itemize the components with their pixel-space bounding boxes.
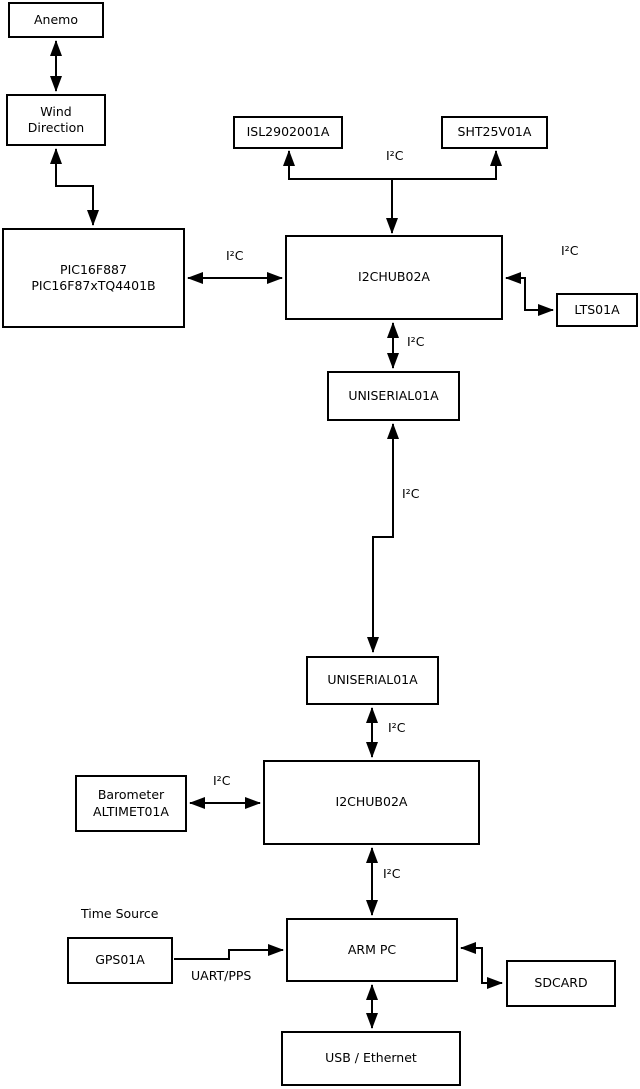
node-pic16f887: PIC16F887 PIC16F87xTQ4401B [2,228,185,328]
node-i2chub02a-bottom-label: I2CHUB02A [335,794,408,810]
edge-label-i2c-sensors-bus: I²C [386,148,404,163]
node-usb-ethernet-label: USB / Ethernet [325,1050,417,1066]
node-uniserial01a-top: UNISERIAL01A [327,371,460,421]
edge-i2chubtop-lts [505,272,554,316]
node-wind-direction: Wind Direction [6,94,106,146]
edge-armpc-sdcard [460,942,503,989]
node-sht25v01a-label: SHT25V01A [457,124,532,140]
edge-uniserialtop-uniserialbottom [367,423,399,653]
edge-label-uart-pps: UART/PPS [191,968,252,983]
edge-label-time-source: Time Source [81,906,159,921]
node-barometer-altimet01a-label: Barometer ALTIMET01A [93,787,169,819]
edge-label-i2c-hub-lts: I²C [561,243,579,258]
node-gps01a: GPS01A [67,937,173,984]
node-usb-ethernet: USB / Ethernet [281,1031,461,1086]
node-i2chub02a-bottom: I2CHUB02A [263,760,480,845]
node-sdcard-label: SDCARD [534,975,588,991]
edge-label-i2c-pic-hub: I²C [226,248,244,263]
node-anemo-label: Anemo [34,11,78,27]
node-uniserial01a-bottom: UNISERIAL01A [306,656,439,705]
node-wind-direction-label: Wind Direction [27,103,85,135]
node-anemo: Anemo [8,2,104,38]
node-i2chub02a-top-label: I2CHUB02A [358,269,430,285]
node-barometer-altimet01a: Barometer ALTIMET01A [75,775,187,832]
node-pic16f887-label: PIC16F887 PIC16F87xTQ4401B [31,261,156,293]
edge-label-i2c-hub-uniserial-top: I²C [407,334,425,349]
node-i2chub02a-top: I2CHUB02A [285,235,503,320]
node-sdcard: SDCARD [506,960,616,1007]
node-isl2902001a-label: ISL2902001A [246,124,330,140]
node-sht25v01a: SHT25V01A [441,116,548,149]
node-uniserial01a-bottom-label: UNISERIAL01A [327,672,418,688]
node-gps01a-label: GPS01A [95,952,145,968]
edge-label-i2c-uniserial-link: I²C [402,486,420,501]
node-isl2902001a: ISL2902001A [233,116,343,149]
edge-winddirection-pic [50,148,99,226]
edge-gps-armpc [174,944,284,960]
edge-label-i2c-uniserial-hub-bottom: I²C [388,720,406,735]
node-arm-pc: ARM PC [286,918,458,982]
node-lts01a-label: LTS01A [574,301,620,317]
node-arm-pc-label: ARM PC [347,941,397,957]
edge-label-i2c-hub-armpc: I²C [383,866,401,881]
node-uniserial01a-top-label: UNISERIAL01A [348,387,439,403]
edge-label-i2c-barometer-hub: I²C [213,773,231,788]
node-lts01a: LTS01A [556,293,638,327]
